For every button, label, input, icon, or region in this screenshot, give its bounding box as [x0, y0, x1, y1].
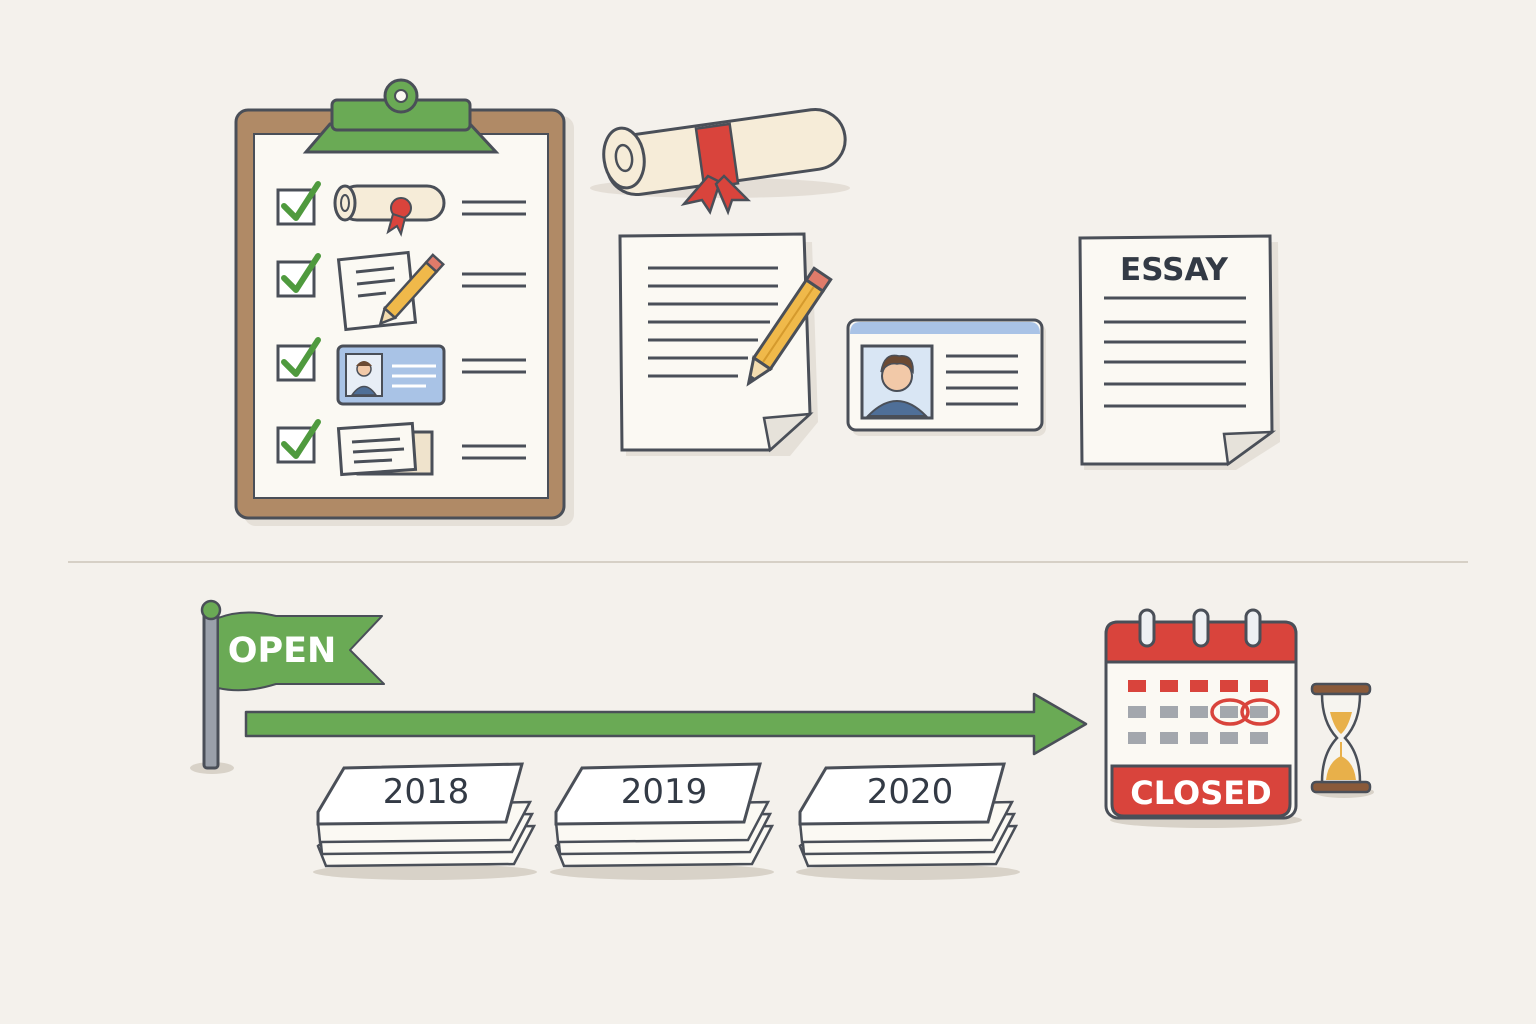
diploma-scroll-icon — [590, 107, 850, 216]
checklist-item-documents — [276, 419, 526, 477]
closed-label: CLOSED — [1130, 774, 1271, 812]
id-card-icon — [336, 344, 446, 406]
closed-calendar-icon: CLOSED — [1104, 608, 1302, 828]
year-stack-2020: 2020 — [796, 762, 1020, 880]
year-label: 2018 — [383, 772, 470, 812]
checklist-item-form — [276, 250, 526, 332]
year-label: 2019 — [621, 772, 708, 812]
check-mark-icon — [281, 181, 321, 221]
essay-title: ESSAY — [1120, 252, 1228, 288]
student-id-card-icon — [846, 318, 1046, 436]
pencil-icon — [746, 266, 833, 387]
application-form-icon — [618, 232, 833, 456]
hourglass-icon — [1310, 682, 1374, 798]
year-stack-2019: 2019 — [550, 762, 775, 880]
diploma-icon — [333, 184, 446, 237]
timeline-arrow — [244, 692, 1088, 756]
documents-icon — [336, 421, 434, 477]
calendar-grid — [1128, 680, 1280, 744]
open-flag-icon: OPEN — [190, 599, 385, 774]
essay-document-icon: ESSAY — [1078, 234, 1280, 470]
form-with-pencil-icon — [336, 250, 445, 332]
year-label: 2020 — [867, 772, 954, 812]
checklist-item-diploma — [276, 181, 526, 237]
check-mark-icon — [281, 419, 321, 459]
check-mark-icon — [281, 253, 321, 293]
clipboard-clip — [302, 78, 500, 154]
checklist-item-id-card — [276, 337, 526, 406]
open-label: OPEN — [228, 631, 337, 671]
clipboard-checklist — [234, 78, 574, 526]
year-stack-2018: 2018 — [313, 762, 537, 880]
check-mark-icon — [281, 337, 321, 377]
